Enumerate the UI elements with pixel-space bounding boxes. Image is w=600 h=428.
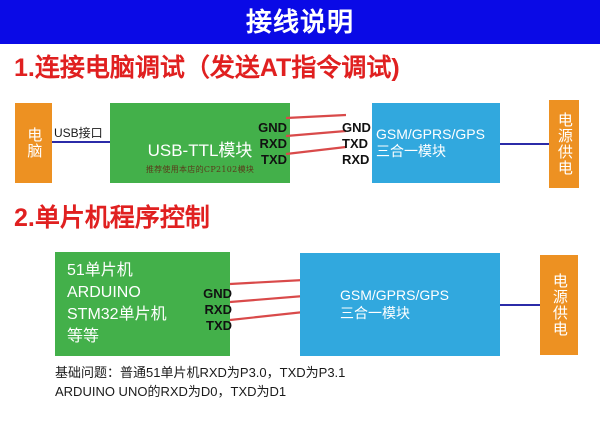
footer-note-line1: 基础问题：普通51单片机RXD为P3.0，TXD为P3.1	[55, 365, 346, 380]
footer-note: 基础问题：普通51单片机RXD为P3.0，TXD为P3.1 ARDUINO UN…	[55, 364, 345, 402]
usb-ttl-module-title: USB-TTL模块	[147, 140, 253, 160]
computer-box: 电脑	[15, 103, 52, 183]
page-title: 接线说明	[245, 7, 354, 37]
gsm-module-title-line2: 三合一模块	[340, 304, 410, 321]
pin-label: GND	[342, 120, 371, 135]
mcu-module-box: 51单片机 ARDUINO STM32单片机 等等	[55, 252, 230, 356]
title-bar: 接线说明	[0, 0, 600, 44]
pin-label: GND	[203, 286, 232, 301]
gsm-module-box-2: GSM/GPRS/GPS 三合一模块	[300, 253, 500, 356]
mcu-line: ARDUINO	[67, 283, 141, 301]
gsm-module-title-line2: 三合一模块	[376, 143, 446, 159]
pin-label: TXD	[261, 152, 287, 167]
section-2-left-pin-labels: GND RXD TXD	[190, 286, 232, 334]
power-supply-box-2: 电源供电	[540, 255, 578, 355]
pin-label: RXD	[342, 152, 370, 167]
section-1-left-pin-labels: GND RXD TXD	[245, 120, 287, 168]
gsm-module-title-line1: GSM/GPRS/GPS	[340, 287, 449, 303]
pin-label: TXD	[206, 318, 232, 333]
power-connection-line-2	[500, 304, 540, 306]
power-supply-box-1: 电源供电	[549, 100, 579, 188]
power-supply-label: 电源供电	[550, 273, 568, 337]
mcu-line: 51单片机	[67, 261, 133, 279]
section-1-wires	[286, 113, 346, 156]
pin-label: RXD	[259, 136, 287, 151]
power-connection-line-1	[500, 143, 549, 145]
section-1-heading: 1.连接电脑调试（发送AT指令调试)	[14, 54, 400, 82]
footer-note-line2: ARDUINO UNO的RXD为D0，TXD为D1	[55, 383, 287, 399]
computer-box-label: 电脑	[25, 127, 43, 159]
gsm-module-box-1: GSM/GPRS/GPS 三合一模块	[372, 103, 500, 183]
section-2-heading: 2.单片机程序控制	[14, 204, 210, 232]
pin-label: TXD	[342, 136, 368, 151]
mcu-line: STM32单片机	[67, 306, 167, 323]
pin-label: GND	[258, 120, 287, 135]
usb-ttl-module-note: 推荐使用本店的CP2102模块	[145, 165, 255, 174]
power-supply-label: 电源供电	[555, 112, 573, 176]
gsm-module-title-line1: GSM/GPRS/GPS	[376, 125, 485, 142]
usb-ttl-module-box: USB-TTL模块 推荐使用本店的CP2102模块	[110, 103, 290, 183]
pin-label: RXD	[204, 302, 232, 317]
section-1-right-pin-labels: GND TXD RXD	[342, 120, 382, 168]
usb-interface-label: USB接口	[54, 126, 103, 140]
mcu-line: 等等	[67, 328, 100, 346]
usb-connection-line	[52, 141, 110, 143]
section-2-wires	[230, 278, 304, 322]
